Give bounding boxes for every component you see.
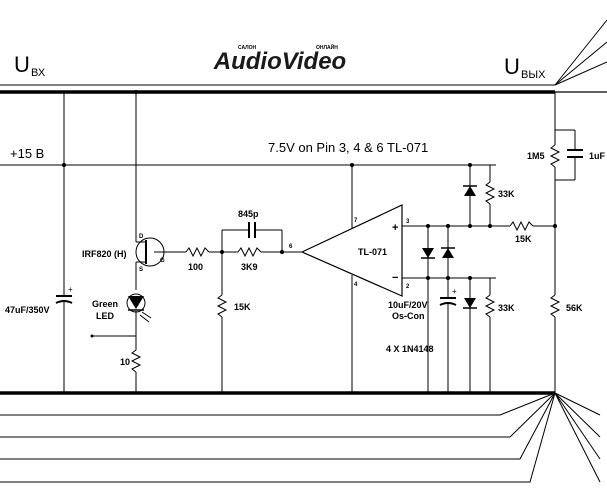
led-label-line2: LED: [96, 311, 115, 321]
diodes-label: 4 X 1N4148: [386, 344, 434, 354]
input-u-sub: ВХ: [31, 67, 46, 79]
svg-text:15K: 15K: [515, 234, 532, 244]
svg-text:S: S: [139, 267, 143, 273]
svg-text:6: 6: [289, 244, 293, 250]
svg-text:+: +: [452, 287, 457, 296]
svg-text:3K9: 3K9: [241, 262, 258, 272]
resistor-33k-top: 33K: [484, 165, 515, 226]
oscon-label-line1: 10uF/20V: [388, 300, 428, 310]
svg-text:33K: 33K: [498, 303, 515, 313]
diode-lower: [463, 278, 477, 393]
mosfet-label: IRF820 (H): [82, 249, 127, 259]
svg-text:+: +: [392, 222, 398, 234]
svg-text:10: 10: [120, 357, 130, 367]
svg-text:33K: 33K: [498, 189, 515, 199]
svg-text:D: D: [139, 234, 144, 240]
resistor-56k: 56K: [549, 294, 583, 393]
pin-voltage-note: 7.5V on Pin 3, 4 & 6 TL-071: [268, 140, 428, 155]
led-label-line1: Green: [92, 299, 118, 309]
svg-text:100: 100: [188, 262, 203, 272]
logo-text: AudioVideo: [213, 48, 346, 75]
svg-text:56K: 56K: [566, 303, 583, 313]
svg-text:G: G: [160, 258, 165, 264]
svg-text:TL-071: TL-071: [358, 247, 387, 257]
led-resistor: 10: [120, 336, 142, 393]
top-wires: [0, 19, 607, 86]
feedback-network: 845p 3K9: [220, 209, 302, 272]
input-capacitor: + 47uF/350V: [5, 92, 73, 393]
input-u-label: U: [14, 52, 30, 77]
bottom-wires: [0, 392, 601, 483]
svg-text:7: 7: [354, 218, 358, 224]
oscon-label-line2: Os-Con: [392, 311, 425, 321]
svg-text:3: 3: [406, 219, 410, 225]
gate-resistor: 100: [164, 246, 222, 272]
series-resistor-output: 15K: [490, 220, 555, 244]
input-capacitor-label: 47uF/350V: [5, 305, 50, 315]
junction-dots: [62, 90, 492, 280]
svg-text:845p: 845p: [238, 209, 259, 219]
green-led: Green LED: [92, 293, 152, 336]
svg-text:1M5: 1M5: [527, 151, 545, 161]
oscon-capacitor: + 10uF/20V Os-Con: [388, 278, 457, 393]
output-network: 1M5 1uF: [527, 92, 606, 295]
diode-bridge: [421, 247, 455, 259]
diode-upper: [463, 165, 477, 226]
opamp-tl071: TL-071 + − 6 7 4 3 2: [289, 165, 410, 393]
audiovideo-logo: AudioVideo САЛОН ОНЛАЙН: [213, 43, 346, 75]
bias-resistor-left: 15K: [216, 252, 251, 393]
svg-text:1uF: 1uF: [589, 151, 606, 161]
mosfet-irf820: D G S IRF820 (H): [82, 92, 165, 290]
logo-tag-left: САЛОН: [238, 45, 257, 51]
svg-text:15K: 15K: [234, 302, 251, 312]
svg-text:+: +: [68, 285, 73, 294]
output-u-sub: ВЫХ: [521, 69, 546, 81]
supply-label: +15 В: [10, 146, 44, 161]
svg-text:2: 2: [406, 284, 410, 290]
logo-tag-right: ОНЛАЙН: [316, 43, 338, 51]
output-u-label: U: [504, 54, 520, 79]
resistor-33k-bottom: 33K: [484, 278, 515, 393]
svg-text:4: 4: [354, 282, 358, 288]
svg-text:−: −: [392, 272, 398, 284]
